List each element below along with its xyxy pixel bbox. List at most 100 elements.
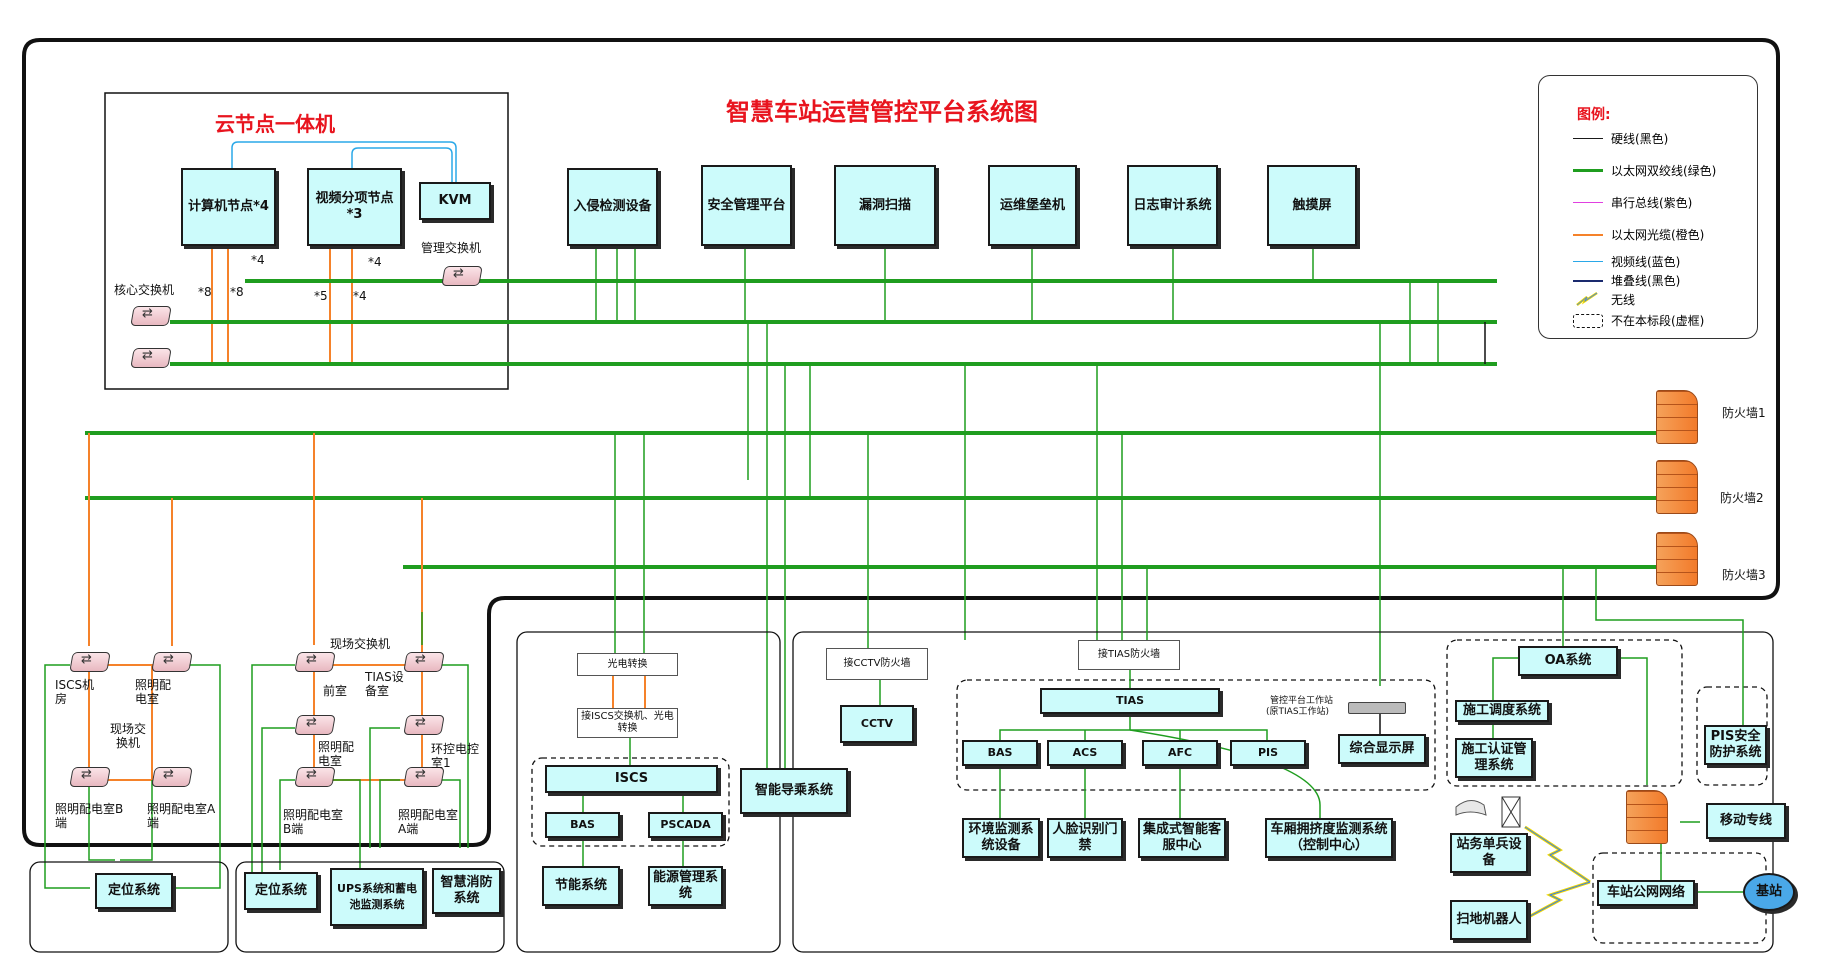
legend-row: 不在本标段(虚框)	[1573, 312, 1753, 330]
afc-box[interactable]: AFC	[1142, 740, 1218, 766]
wireless-signal	[1522, 881, 1591, 921]
legend-row: 以太网双绞线(绿色)	[1573, 162, 1753, 180]
sweeper-robot-box[interactable]: 扫地机器人	[1450, 900, 1528, 940]
to-tias-firewall-box[interactable]: 接TIAS防火墙	[1078, 640, 1180, 670]
ups-box[interactable]: UPS系统和蓄电池监测系统	[330, 868, 424, 926]
mid-switch-tias-icon[interactable]	[405, 648, 443, 672]
dashed-pis	[1696, 686, 1768, 786]
legend-swatch	[1573, 261, 1603, 262]
diagram-title: 智慧车站运营管控平台系统图	[726, 97, 1038, 126]
tias-bas-box[interactable]: BAS	[962, 740, 1038, 766]
legend-row: 以太网光缆(橙色)	[1573, 226, 1753, 244]
security-mgmt-box[interactable]: 安全管理平台	[701, 165, 792, 246]
customer-service-box[interactable]: 集成式智能客服中心	[1138, 818, 1226, 858]
video-node-box[interactable]: 视频分项节点*3	[307, 168, 402, 246]
pis-box[interactable]: PIS	[1230, 740, 1306, 766]
pscada-box[interactable]: PSCADA	[648, 812, 723, 838]
smart-guide-box[interactable]: 智能导乘系统	[740, 768, 848, 814]
workstation-sub-label: (原TIAS工作站)	[1266, 707, 1330, 717]
frame-left-bottom	[29, 861, 229, 953]
mid-switch-front-icon[interactable]	[296, 648, 334, 672]
tias-room-label: TIAS设备室	[365, 670, 404, 698]
face-gate-box[interactable]: 人脸识别门禁	[1047, 818, 1123, 858]
log-audit-box[interactable]: 日志审计系统	[1127, 165, 1218, 246]
positioning-left-box[interactable]: 定位系统	[95, 873, 173, 909]
base-station-box[interactable]: 基站	[1743, 873, 1795, 911]
construction-dispatch-box[interactable]: 施工调度系统	[1455, 700, 1549, 722]
intrusion-detection-box[interactable]: 入侵检测设备	[567, 168, 658, 246]
mgmt-switch-icon[interactable]	[443, 262, 481, 286]
optical-converter-box[interactable]: 光电转换	[577, 653, 678, 676]
field-switch-iscs-icon[interactable]	[71, 648, 109, 672]
mid-switch-lighting-icon[interactable]	[296, 711, 334, 735]
firewall-icon-2[interactable]	[1656, 460, 1698, 514]
legend-row: 无线	[1573, 291, 1753, 309]
vuln-scan-box[interactable]: 漏洞扫描	[834, 165, 936, 246]
kvm-box[interactable]: KVM	[419, 182, 491, 220]
core-switch-icon-1[interactable]	[132, 302, 170, 326]
legend-label: 以太网双绞线(绿色)	[1611, 164, 1717, 178]
to-cctv-firewall-box[interactable]: 接CCTV防火墙	[826, 648, 928, 680]
smart-fire-box[interactable]: 智慧消防系统	[432, 868, 501, 914]
integrated-display-box[interactable]: 综合显示屏	[1338, 734, 1426, 764]
lighting-b-label: 照明配电室B端	[55, 802, 124, 830]
iscs-bas-box[interactable]: BAS	[545, 812, 620, 838]
green	[261, 727, 295, 875]
green	[1129, 729, 1321, 820]
public-net-box[interactable]: 车站公网网络	[1597, 880, 1695, 906]
iscs-box[interactable]: ISCS	[545, 765, 718, 793]
legend-swatch	[1573, 314, 1603, 328]
env-monitor-box[interactable]: 环境监测系统设备	[962, 818, 1040, 858]
field-switch-lighting-icon[interactable]	[153, 648, 191, 672]
mult-label: *5	[314, 289, 328, 303]
cctv-box[interactable]: CCTV	[840, 705, 914, 743]
dashed-tias	[956, 679, 1436, 791]
legend-label: 不在本标段(虚框)	[1611, 314, 1705, 328]
energy-saving-box[interactable]: 节能系统	[542, 866, 620, 906]
video-line-1	[231, 141, 457, 182]
green	[251, 664, 295, 875]
field-switch-a-icon[interactable]	[153, 763, 191, 787]
firewall-icon-3[interactable]	[1656, 532, 1698, 586]
cloud-node-title: 云节点一体机	[215, 112, 335, 136]
touch-screen-box[interactable]: 触摸屏	[1267, 165, 1357, 246]
positioning-mid-box[interactable]: 定位系统	[244, 872, 318, 910]
construction-auth-box[interactable]: 施工认证管理系统	[1455, 738, 1533, 778]
mid-switch-b-icon[interactable]	[296, 763, 334, 787]
mult-label: *4	[368, 255, 382, 269]
mid-lighting-b-label: 照明配电室B端	[283, 808, 344, 836]
compute-node-box[interactable]: 计算机节点*4	[181, 168, 276, 246]
field-switch-label: 现场交换机	[109, 722, 146, 750]
green	[999, 714, 1268, 740]
field-switch-b-icon[interactable]	[71, 763, 109, 787]
carriage-monitor-box[interactable]: 车厢拥挤度监测系统（控制中心）	[1265, 818, 1393, 858]
core-switch-icon-2[interactable]	[132, 344, 170, 368]
lighting-room-label: 照明配电室	[135, 678, 172, 706]
bastion-box[interactable]: 运维堡垒机	[988, 165, 1077, 246]
green	[1595, 567, 1744, 725]
station-soldier-icon-area	[1450, 795, 1528, 835]
pis-security-box[interactable]: PIS安全防护系统	[1704, 725, 1767, 765]
mult-label: *4	[353, 289, 367, 303]
mid-switch-env-icon[interactable]	[405, 711, 443, 735]
iscs-switch-conv-box[interactable]: 接ISCS交换机、光电转换	[577, 708, 678, 738]
oa-firewall-icon[interactable]	[1626, 790, 1668, 844]
mid-lighting-room-label: 照明配电室	[318, 740, 355, 768]
legend-swatch	[1573, 280, 1603, 282]
station-soldier-box[interactable]: 站务单兵设备	[1450, 833, 1528, 873]
energy-mgmt-box[interactable]: 能源管理系统	[648, 866, 723, 906]
firewall-icon-1[interactable]	[1656, 390, 1698, 444]
green	[1620, 657, 1648, 785]
legend-label: 堆叠线(黑色)	[1611, 274, 1681, 288]
mid-switch-a-icon[interactable]	[405, 763, 443, 787]
wireless-signal	[1524, 826, 1591, 883]
video-line-2	[351, 147, 453, 182]
outer-frame	[22, 38, 1780, 847]
legend-swatch	[1573, 234, 1603, 236]
tias-box[interactable]: TIAS	[1040, 688, 1220, 714]
legend: 图例: 硬线(黑色) 以太网双绞线(绿色) 串行总线(紫色) 以太网光缆(橙色)…	[1538, 75, 1758, 339]
oa-box[interactable]: OA系统	[1518, 646, 1618, 676]
acs-box[interactable]: ACS	[1047, 740, 1123, 766]
mobile-line-box[interactable]: 移动专线	[1706, 803, 1786, 839]
